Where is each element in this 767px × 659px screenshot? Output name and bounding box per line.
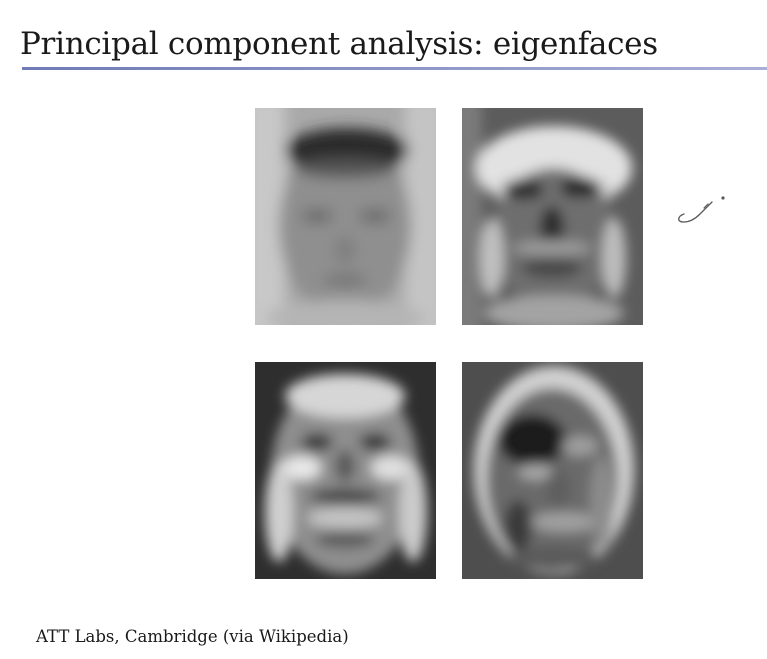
slide-title: Principal component analysis: eigenfaces [20,26,658,62]
image-source-caption: ATT Labs, Cambridge (via Wikipedia) [36,627,349,646]
eigenface-image-4 [462,362,643,579]
handwritten-annotation [678,196,725,223]
eigenface-image-2 [462,108,643,325]
eigenface-image-3 [255,362,436,579]
title-underline [22,67,767,70]
eigenface-image-1 [255,108,436,325]
